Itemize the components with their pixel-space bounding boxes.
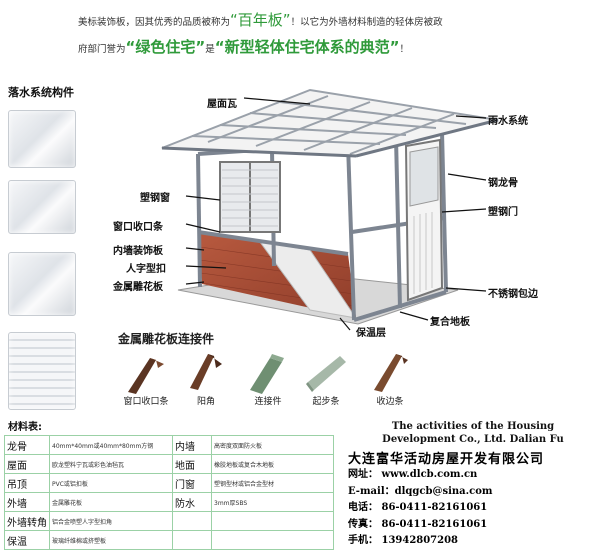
intro-text: 美标装饰板，因其优秀的品质被称为“百年板”！以它为外墙材料制造的轻体房被政 府部… xyxy=(78,8,518,62)
connector-label: 阳角 xyxy=(196,397,215,407)
intro-line-1: 美标装饰板，因其优秀的品质被称为“百年板”！以它为外墙材料制造的轻体房被政 xyxy=(78,8,518,35)
material-value: 3mm厚SBS xyxy=(211,492,334,512)
material-value: 玻璃纤维棉或挤塑板 xyxy=(49,530,173,550)
label-plastic-door: 塑钢门 xyxy=(488,207,518,218)
materials-table: 材料表: 龙骨 40mm*40mm或40mm*80mm方钢 内墙 高密度双面防火… xyxy=(4,418,340,552)
company-email: E-mail：dlqgcb@sina.com xyxy=(348,485,493,497)
company-en-name-line-2: Development Co., Ltd. Dalian Fu xyxy=(382,434,564,445)
table-row: 屋面 欧龙塑料宁瓦或彩色油毡瓦 地面 橡胶地板或复合木地板 xyxy=(4,454,334,474)
label-rain-system: 雨水系统 xyxy=(488,116,528,127)
connector-starter-strip-image xyxy=(306,356,346,392)
label-steel-keel: 钢龙骨 xyxy=(488,178,518,189)
material-value xyxy=(211,511,334,531)
material-value: 橡胶地板或复合木地板 xyxy=(211,454,334,474)
material-key: 地面 xyxy=(172,454,212,474)
label-h-clip: 人字型扣 xyxy=(126,264,166,275)
gutter-piece-image xyxy=(8,110,76,168)
material-key: 吊顶 xyxy=(4,473,50,493)
downpipe-image xyxy=(8,332,76,410)
label-stainless-edge: 不锈钢包边 xyxy=(488,289,538,300)
label-insulation: 保温层 xyxy=(356,328,386,339)
material-value: 金属雕花板 xyxy=(49,492,173,512)
intro-text-part: 府部门誉为 xyxy=(78,44,126,55)
intro-highlight-model: “新型轻体住宅体系的典范” xyxy=(214,38,400,56)
company-info: The activities of the Housing Developmen… xyxy=(348,420,598,550)
material-value: PVC或铝扣板 xyxy=(49,473,173,493)
company-cn-name: 大连富华活动房屋开发有限公司 xyxy=(348,452,545,467)
label-roof-tile: 屋面瓦 xyxy=(207,99,237,110)
material-key: 屋面 xyxy=(4,454,50,474)
materials-grid: 龙骨 40mm*40mm或40mm*80mm方钢 内墙 高密度双面防火板 屋面 … xyxy=(4,435,334,550)
material-key: 龙骨 xyxy=(4,435,50,455)
table-row: 龙骨 40mm*40mm或40mm*80mm方钢 内墙 高密度双面防火板 xyxy=(4,435,334,455)
connector-label: 收边条 xyxy=(376,397,404,407)
material-key: 保温 xyxy=(4,530,50,550)
gutter-piece-image xyxy=(8,180,76,234)
label-plastic-window: 塑钢窗 xyxy=(140,193,170,204)
connector-window-trim-image xyxy=(128,358,164,394)
company-en-name-line-1: The activities of the Housing xyxy=(391,421,555,432)
intro-text-part: 美标装饰板，因其优秀的品质被称为 xyxy=(78,17,231,28)
material-value xyxy=(211,530,334,550)
connector-outside-corner-image xyxy=(190,354,222,390)
gutter-title: 落水系统构件 xyxy=(8,86,74,99)
intro-text-part: 是 xyxy=(205,44,215,55)
material-value: 铝合金喷塑人字型扣角 xyxy=(49,511,173,531)
intro-highlight-hundred-year: “百年板” xyxy=(230,11,291,29)
material-key xyxy=(172,511,212,531)
company-phone: 电话： 86-0411-82161061 xyxy=(348,502,488,513)
intro-text-part: ！以它为外墙材料制造的轻体房被政 xyxy=(290,17,443,28)
connector-edge-strip-image xyxy=(374,354,408,392)
connector-label: 起步条 xyxy=(312,397,340,407)
material-key: 门窗 xyxy=(172,473,212,493)
label-composite-floor: 复合地板 xyxy=(430,317,470,328)
label-inner-panel: 内墙装饰板 xyxy=(113,246,163,257)
connector-label: 窗口收口条 xyxy=(123,397,169,407)
table-row: 外墙 金属雕花板 防水 3mm厚SBS xyxy=(4,492,334,512)
material-value: 40mm*40mm或40mm*80mm方钢 xyxy=(49,435,173,455)
material-key: 外墙 xyxy=(4,492,50,512)
connectors-title: 金属雕花板连接件 xyxy=(118,332,215,346)
intro-line-2: 府部门誉为“绿色住宅”是“新型轻体住宅体系的典范”！ xyxy=(78,35,518,62)
table-row: 外墙转角 铝合金喷塑人字型扣角 xyxy=(4,511,334,531)
company-mobile: 手机： 13942807208 xyxy=(348,535,459,546)
material-key: 外墙转角 xyxy=(4,511,50,531)
material-value: 高密度双面防火板 xyxy=(211,435,334,455)
leader-lines xyxy=(185,97,487,331)
table-row: 保温 玻璃纤维棉或挤塑板 xyxy=(4,530,334,550)
label-metal-panel: 金属雕花板 xyxy=(113,282,163,293)
table-row: 吊顶 PVC或铝扣板 门窗 塑钢型材或铝合金型材 xyxy=(4,473,334,493)
intro-highlight-green-house: “绿色住宅” xyxy=(125,38,206,56)
connector-joint-image xyxy=(250,354,284,394)
label-window-trim: 窗口收口条 xyxy=(113,222,163,233)
material-key: 内墙 xyxy=(172,435,212,455)
material-value: 欧龙塑料宁瓦或彩色油毡瓦 xyxy=(49,454,173,474)
company-website: 网址： www.dlcb.com.cn xyxy=(348,469,478,480)
connector-label: 连接件 xyxy=(254,397,282,407)
material-key xyxy=(172,530,212,550)
gutter-piece-image xyxy=(8,252,76,316)
material-value: 塑钢型材或铝合金型材 xyxy=(211,473,334,493)
house-illustration xyxy=(161,88,499,331)
materials-title: 材料表: xyxy=(8,422,42,433)
intro-text-part: ！ xyxy=(399,44,409,55)
material-key: 防水 xyxy=(172,492,212,512)
company-fax: 传真： 86-0411-82161061 xyxy=(348,518,488,530)
